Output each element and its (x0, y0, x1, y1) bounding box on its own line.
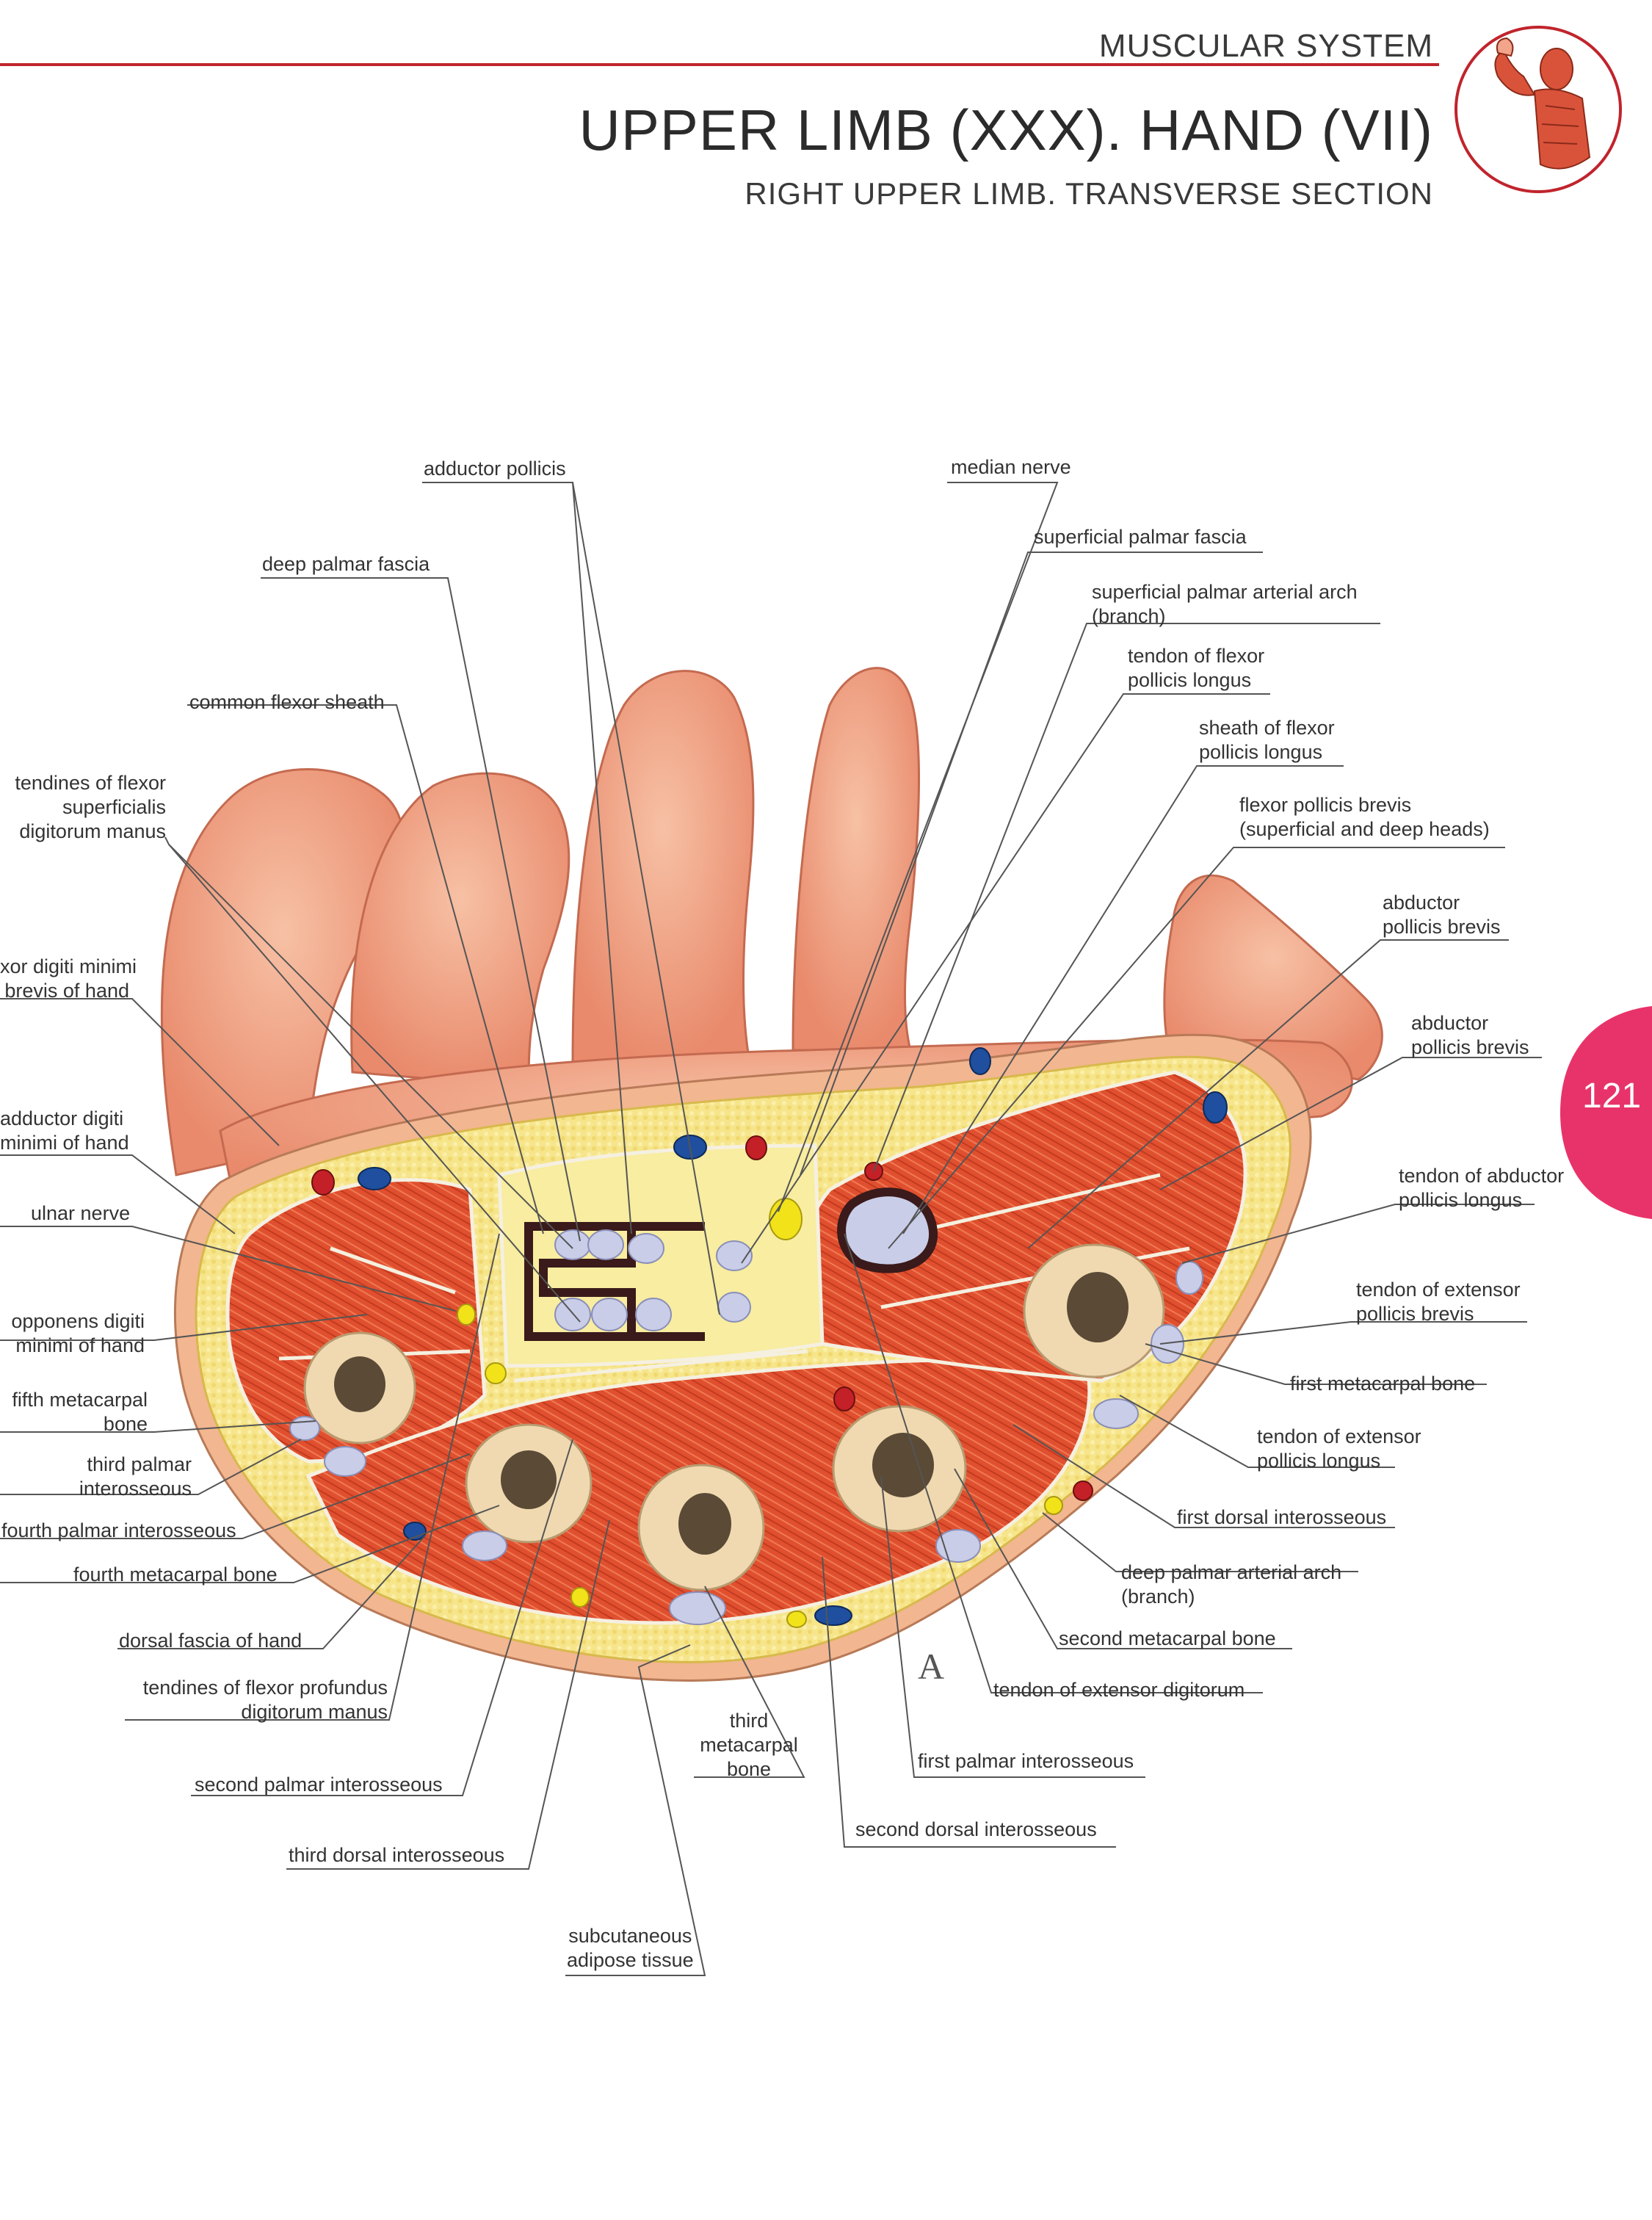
label-line: sheath of flexor (1199, 717, 1335, 739)
label-tendon-abductor-pollicis-longus: tendon of abductor pollicis longus (1399, 1164, 1564, 1212)
label-line: pollicis longus (1128, 669, 1252, 691)
page-title: UPPER LIMB (XXX). HAND (VII) (579, 98, 1433, 162)
label-deep-palmar-fascia: deep palmar fascia (262, 553, 430, 575)
label-line: digitorum manus (19, 820, 166, 842)
label-tendon-extensor-digitorum: tendon of extensor digitorum (993, 1679, 1245, 1701)
label-superficial-palmar-fascia: superficial palmar fascia (1034, 526, 1247, 548)
label-line: (superficial and deep heads) (1239, 818, 1490, 840)
common-flexor-sheath (524, 1222, 705, 1341)
label-line: minimi of hand (0, 1132, 129, 1154)
label-line: pollicis brevis (1356, 1303, 1474, 1325)
label-abductor-pollicis-brevis-lower: abductor pollicis brevis (1411, 1011, 1529, 1060)
page-subtitle: RIGHT UPPER LIMB. TRANSVERSE SECTION (745, 176, 1433, 211)
label-line: pollicis longus (1399, 1189, 1523, 1211)
label-line: (branch) (1092, 605, 1166, 627)
figure-letter: A (918, 1646, 945, 1687)
label-line: fifth metacarpal (12, 1389, 148, 1411)
label-common-flexor-sheath: common flexor sheath (189, 691, 385, 713)
label-tendon-flexor-pollicis-longus: tendon of flexor pollicis longus (1128, 644, 1264, 693)
label-line: pollicis brevis (1383, 916, 1501, 938)
label-third-metacarpal-bone: third metacarpal bone (694, 1709, 804, 1782)
label-line: abductor (1383, 892, 1460, 914)
label-tendines-flexor-superficialis: tendines of flexor superficialis digitor… (0, 771, 166, 844)
label-line: pollicis longus (1199, 741, 1323, 763)
label-second-metacarpal-bone: second metacarpal bone (1059, 1627, 1276, 1649)
label-line: opponens digiti (11, 1310, 145, 1332)
label-fifth-metacarpal-bone: fifth metacarpal bone (0, 1388, 148, 1436)
label-line: xor digiti minimi (0, 955, 137, 977)
label-ulnar-nerve: ulnar nerve (31, 1202, 131, 1224)
flexor-pollicis-longus-sheath (837, 1187, 938, 1273)
label-line: deep palmar arterial arch (1121, 1561, 1342, 1583)
label-line: minimi of hand (15, 1334, 145, 1356)
label-first-palmar-interosseous: first palmar interosseous (918, 1750, 1134, 1772)
label-line: bone (103, 1413, 148, 1435)
label-sheath-flexor-pollicis-longus: sheath of flexor pollicis longus (1199, 716, 1335, 764)
label-opponens-digiti-minimi: opponens digiti minimi of hand (0, 1309, 145, 1358)
label-line: tendon of extensor (1257, 1425, 1421, 1447)
label-tendon-extensor-pollicis-longus: tendon of extensor pollicis longus (1257, 1425, 1421, 1473)
section-emblem-icon (1454, 26, 1622, 193)
label-line: pollicis longus (1257, 1450, 1381, 1472)
label-line: tendon of extensor (1356, 1279, 1521, 1301)
label-subcutaneous-adipose-tissue: subcutaneous adipose tissue (567, 1924, 694, 1973)
label-line: third palmar (87, 1453, 192, 1475)
label-fourth-palmar-interosseous: fourth palmar interosseous (1, 1519, 236, 1541)
label-deep-palmar-arterial-arch: deep palmar arterial arch (branch) (1121, 1561, 1341, 1609)
label-line: digitorum manus (241, 1701, 388, 1723)
label-line: adductor digiti (0, 1107, 124, 1129)
label-line: brevis of hand (4, 980, 129, 1002)
flexor-tendons (554, 1229, 753, 1331)
label-tendines-flexor-profundus: tendines of flexor profundus digitorum m… (73, 1676, 388, 1724)
label-adductor-digiti-minimi: adductor digiti minimi of hand (0, 1107, 129, 1155)
label-line: bone (726, 1758, 772, 1780)
label-line: (branch) (1121, 1586, 1195, 1608)
label-line: tendon of abductor (1399, 1165, 1565, 1187)
label-second-dorsal-interosseous: second dorsal interosseous (855, 1818, 1097, 1840)
label-line: flexor pollicis brevis (1239, 794, 1412, 816)
label-line: superficialis (62, 796, 166, 818)
label-line: tendines of flexor (15, 772, 166, 794)
bone-marrow (334, 1272, 1128, 1555)
label-line: tendines of flexor profundus (142, 1677, 388, 1699)
leader-lines (0, 482, 1542, 1976)
label-line: metacarpal (700, 1734, 798, 1756)
label-flexor-pollicis-brevis: flexor pollicis brevis (superficial and … (1239, 793, 1490, 842)
label-line: subcutaneous (568, 1925, 692, 1947)
header-rule (0, 63, 1439, 66)
label-line: pollicis brevis (1411, 1036, 1529, 1058)
label-line: third (729, 1710, 769, 1732)
page-tab (1560, 1006, 1652, 1219)
label-third-palmar-interosseous: third palmar interosseous (0, 1453, 192, 1501)
label-tendon-extensor-pollicis-brevis: tendon of extensor pollicis brevis (1356, 1278, 1521, 1326)
label-line: superficial palmar arterial arch (1092, 581, 1358, 603)
label-superficial-palmar-arterial-arch: superficial palmar arterial arch (branch… (1092, 580, 1358, 629)
label-second-palmar-interosseous: second palmar interosseous (195, 1774, 443, 1796)
section-heading: MUSCULAR SYSTEM (1098, 28, 1433, 64)
page-number: 121 (1582, 1077, 1642, 1116)
label-flexor-digiti-minimi-brevis: xor digiti minimi brevis of hand (0, 955, 137, 1003)
label-first-metacarpal-bone: first metacarpal bone (1290, 1373, 1476, 1395)
label-line: tendon of flexor (1128, 645, 1265, 667)
label-adductor-pollicis: adductor pollicis (424, 458, 566, 480)
label-line: interosseous (79, 1478, 192, 1500)
label-line: adipose tissue (567, 1949, 694, 1971)
label-first-dorsal-interosseous: first dorsal interosseous (1177, 1506, 1387, 1528)
label-dorsal-fascia-of-hand: dorsal fascia of hand (119, 1630, 302, 1652)
extensor-tendons (289, 1261, 1203, 1625)
label-line: abductor (1411, 1012, 1489, 1034)
label-third-dorsal-interosseous: third dorsal interosseous (289, 1844, 505, 1866)
label-fourth-metacarpal-bone: fourth metacarpal bone (73, 1563, 278, 1586)
label-median-nerve: median nerve (951, 456, 1071, 478)
label-abductor-pollicis-brevis-upper: abductor pollicis brevis (1383, 891, 1501, 939)
